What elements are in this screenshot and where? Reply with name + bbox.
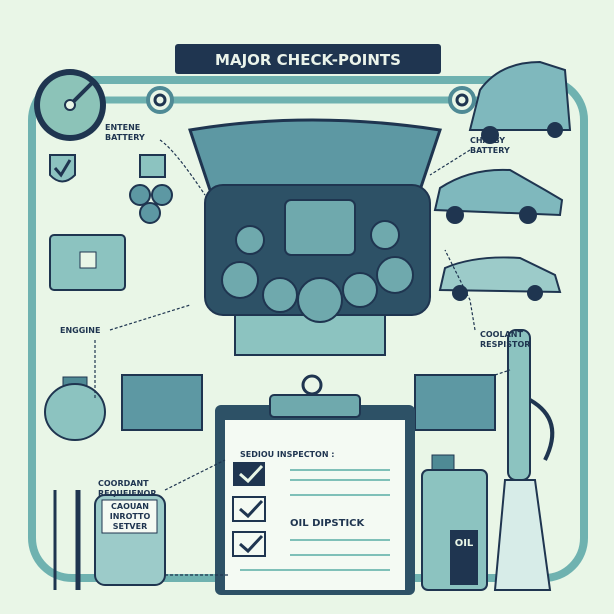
label-entene: ENTENE (105, 123, 140, 132)
car-icon (468, 60, 572, 144)
car-icon (438, 256, 562, 301)
label-requeienor: REQUEIENOR (98, 489, 156, 498)
oil-bottle-icon: OIL (421, 454, 488, 591)
gear-icon (146, 86, 174, 114)
label-battery: BATTERY (105, 133, 145, 142)
checkbox-checked (232, 531, 266, 557)
checkbox-checked (232, 496, 266, 522)
inspection-clipboard: SEDIOU INSPECTON : OIL DIPSTICK (215, 374, 415, 595)
dipstick-tools-icon (53, 490, 81, 590)
container-label-line: INROTTO (110, 512, 151, 521)
clipboard-heading: SEDIOU INSPECTON : (240, 450, 335, 459)
label-chatby: CHATBY (470, 136, 505, 145)
container-label-line: SETVER (113, 522, 148, 531)
coolant-bottle-icon (44, 376, 106, 441)
label-respistor: RESPISTOR (480, 340, 530, 349)
label-engine: ENGGINE (60, 326, 100, 335)
oil-dipstick-label: OIL DIPSTICK (290, 518, 366, 529)
gear-icon (448, 86, 476, 114)
car-icon (433, 168, 564, 224)
coolant-container: CAOUAN INROTTO SETVER (94, 494, 166, 586)
shield-check-icon (49, 154, 76, 183)
container-label-line: CAOUAN (111, 502, 149, 511)
battery-icon (121, 374, 203, 431)
title-banner: MAJOR CHECK-POINTS (175, 44, 441, 74)
engine-illustration (188, 118, 442, 356)
label-battery: BATTERY (470, 146, 510, 155)
coolant-tester-icon (493, 329, 555, 591)
filter-parts-icon (129, 154, 173, 224)
gauge-icon (34, 69, 106, 141)
oil-bottle-label: OIL (455, 538, 474, 549)
page-title: MAJOR CHECK-POINTS (215, 51, 401, 69)
checkbox-checked (233, 462, 265, 486)
leader-lines (94, 139, 511, 576)
label-coolant: COOLANT (480, 330, 523, 339)
battery-icon (49, 234, 126, 291)
battery-icon (414, 374, 496, 431)
label-coordant: COORDANT (98, 479, 149, 488)
